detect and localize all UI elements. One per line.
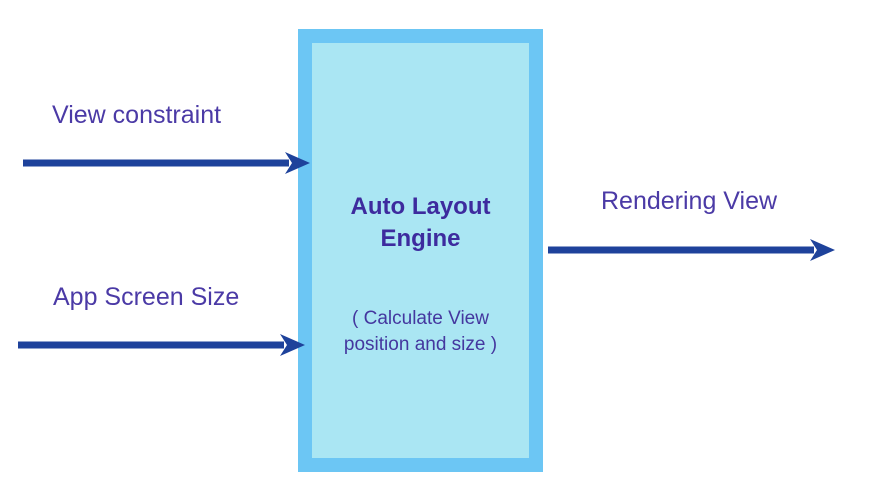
label-rendering-view: Rendering View — [601, 187, 778, 215]
label-app-screen-size: App Screen Size — [53, 283, 240, 311]
arrow-head — [810, 239, 835, 261]
arrow-head — [280, 334, 305, 356]
label-view-constraint: View constraint — [52, 101, 222, 129]
engine-subtitle: ( Calculate View position and size ) — [343, 308, 498, 355]
engine-title: Auto Layout Engine — [350, 193, 491, 252]
arrow-right-icon — [18, 334, 305, 356]
arrow-right-icon — [23, 152, 310, 174]
arrow-head — [285, 152, 310, 174]
arrow-right-icon — [548, 239, 835, 261]
engine-box: Auto Layout Engine ( Calculate View posi… — [298, 29, 543, 472]
